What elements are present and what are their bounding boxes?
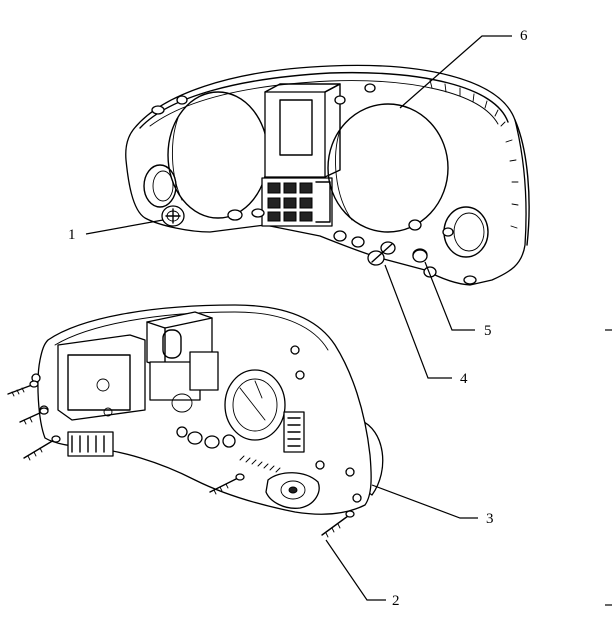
callout-label-1: 1 (68, 227, 76, 243)
callout-6: 6 (399, 28, 528, 109)
callout-2: 2 (325, 539, 400, 609)
callout-label-4: 4 (460, 371, 468, 387)
callout-5: 5 (424, 261, 492, 339)
callout-label-3: 3 (486, 511, 494, 527)
reset-knob (161, 205, 185, 227)
callout-3: 3 (371, 484, 494, 527)
callout-label-6: 6 (520, 28, 528, 44)
bulb-sockets (367, 241, 428, 266)
callout-label-2: 2 (392, 593, 400, 609)
cluster-housing (125, 64, 530, 286)
callout-1: 1 (68, 219, 164, 243)
callout-label-5: 5 (484, 323, 492, 339)
mounting-screws (7, 380, 355, 538)
callout-4: 4 (384, 264, 468, 387)
circuit-board (31, 304, 384, 515)
